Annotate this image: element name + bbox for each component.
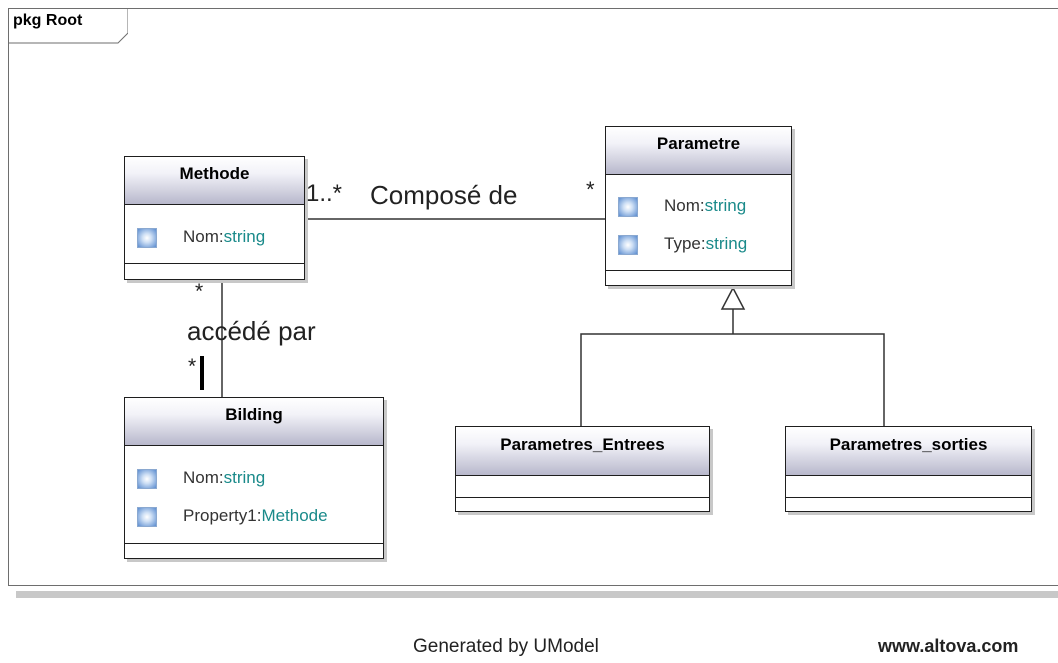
class-attributes: [786, 476, 1031, 498]
class-attributes: [456, 476, 709, 498]
attribute-row: Nom:string: [125, 459, 383, 497]
multiplicity-label: *: [188, 355, 197, 378]
attribute-type: Methode: [261, 506, 328, 525]
attribute-icon: [618, 235, 638, 255]
class-header: Parametres_Entrees: [456, 427, 709, 476]
class-header: Parametres_sorties: [786, 427, 1031, 476]
attribute-icon: [137, 469, 157, 489]
class-bilding[interactable]: Bilding Nom:string Property1:Methode: [124, 397, 384, 559]
generated-by-text: Generated by UModel: [413, 636, 599, 657]
attribute-row: Property1:Methode: [125, 497, 383, 535]
class-methode[interactable]: Methode Nom:string: [124, 156, 305, 280]
attribute-type: string: [704, 196, 747, 215]
class-header: Parametre: [606, 127, 791, 175]
generalization-connector[interactable]: [580, 286, 885, 426]
class-parametres-entrees[interactable]: Parametres_Entrees: [455, 426, 710, 512]
multiplicity-label: *: [195, 280, 204, 303]
attribute-icon: [137, 228, 157, 248]
attribute-icon: [618, 197, 638, 217]
attribute-name: Nom:: [664, 196, 705, 215]
attribute-type: string: [223, 227, 266, 246]
frame-shadow: [16, 591, 1058, 598]
attribute-name: Nom:: [183, 227, 224, 246]
package-label: pkg Root: [13, 12, 83, 29]
association-label: accédé par: [187, 316, 316, 346]
class-header: Methode: [125, 157, 304, 205]
attribute-row: Nom:string: [606, 187, 791, 225]
multiplicity-label: *: [586, 177, 595, 202]
class-attributes: Nom:string Property1:Methode: [125, 446, 383, 544]
attribute-row: Nom:string: [125, 218, 304, 256]
class-attributes: Nom:string: [125, 205, 304, 264]
class-attributes: Nom:string Type:string: [606, 175, 791, 271]
attribute-name: Type:: [664, 234, 706, 253]
attribute-name: Nom:: [183, 468, 224, 487]
attribute-name: Property1:: [183, 506, 262, 525]
class-parametres-sorties[interactable]: Parametres_sorties: [785, 426, 1032, 512]
attribute-row: Type:string: [606, 225, 791, 263]
package-tab: [8, 8, 128, 44]
multiplicity-label: 1..*: [306, 180, 343, 207]
website-link[interactable]: www.altova.com: [878, 636, 1019, 656]
generalization-arrow-icon: [720, 286, 746, 310]
class-header: Bilding: [125, 398, 383, 446]
attribute-icon: [137, 507, 157, 527]
association-label: Composé de: [370, 180, 518, 210]
class-parametre[interactable]: Parametre Nom:string Type:string: [605, 126, 792, 286]
attribute-type: string: [705, 234, 748, 253]
attribute-type: string: [223, 468, 266, 487]
